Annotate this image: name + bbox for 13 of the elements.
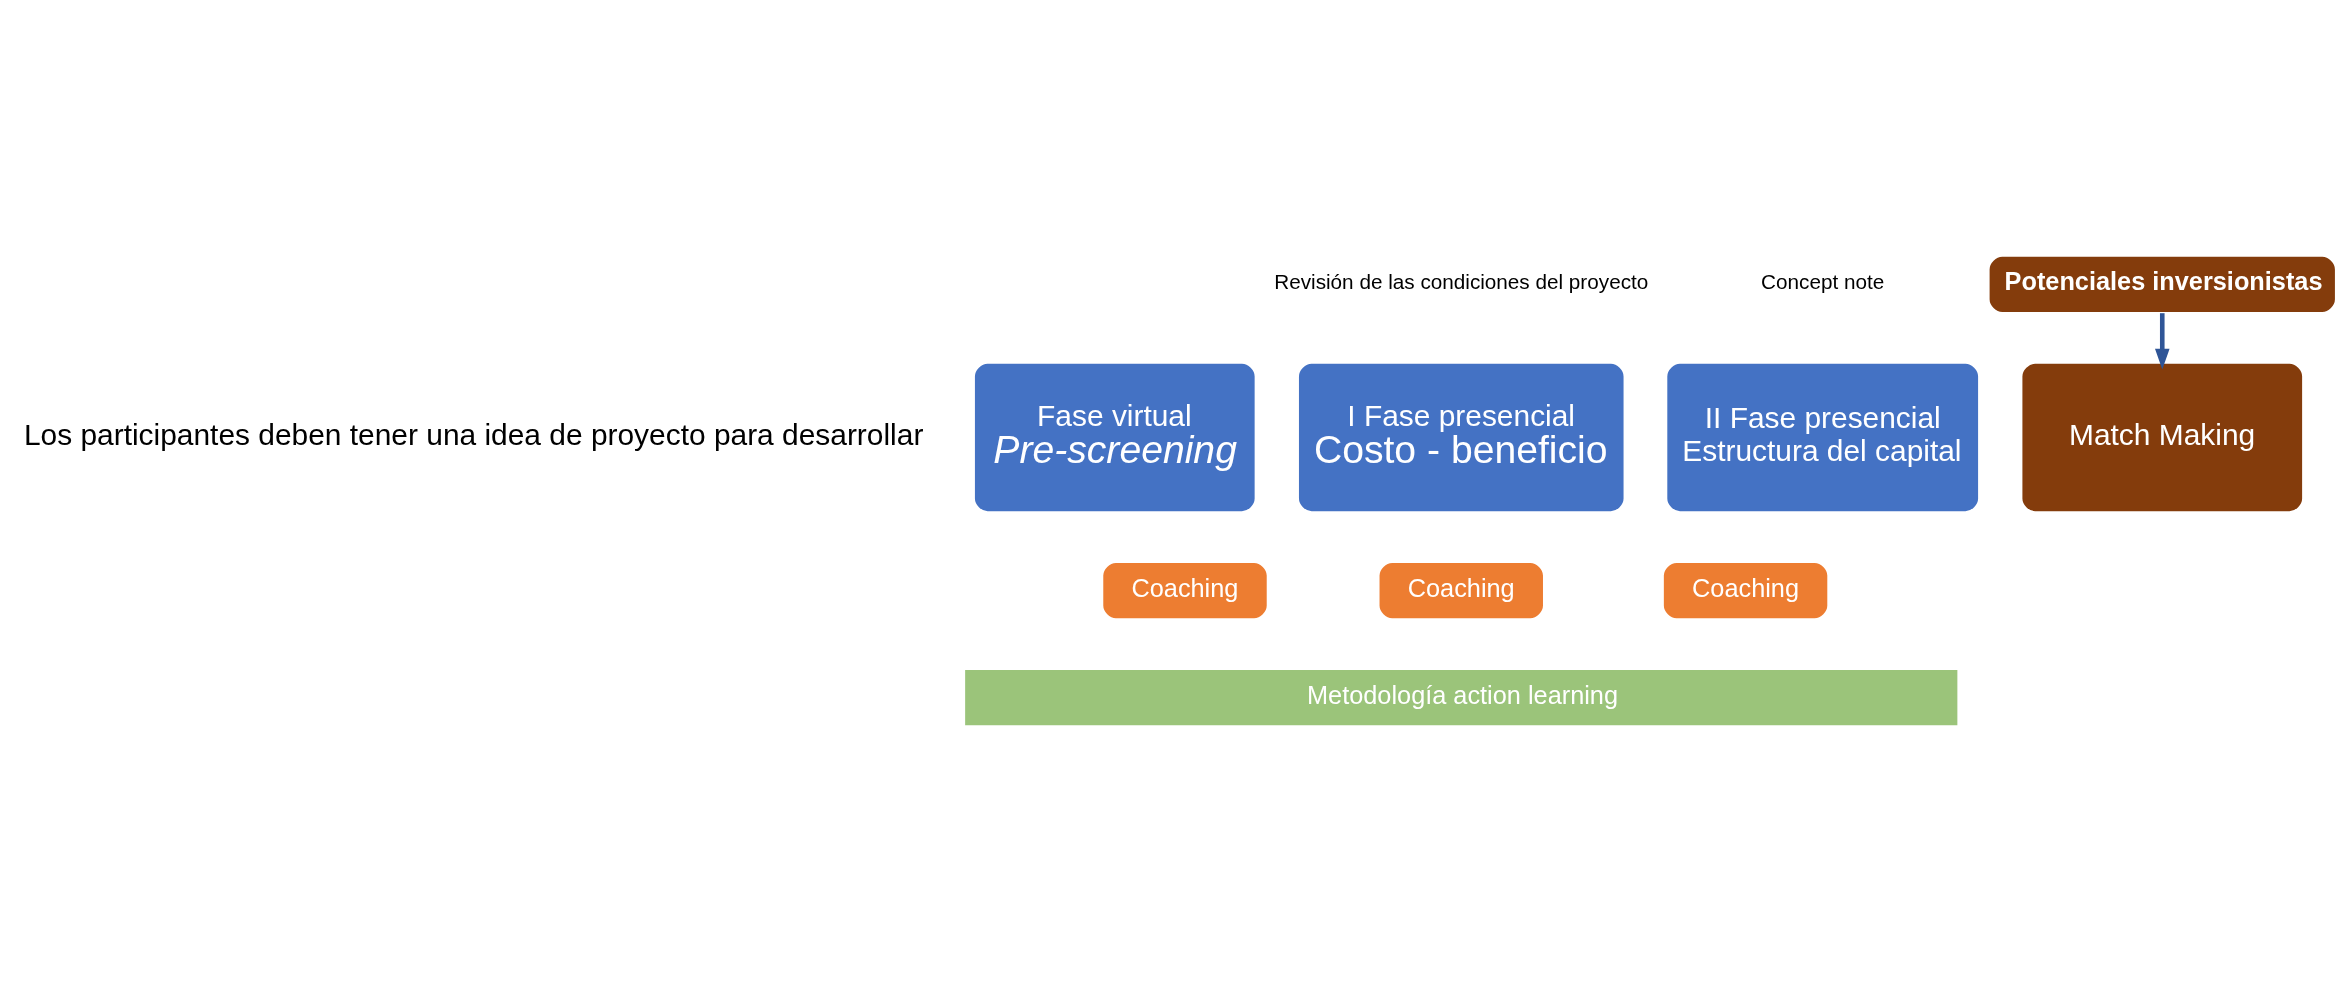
node-box: Fase virtual Pre-screening [972,361,1257,514]
node-box: II Fase presencial Estructura del capital [1665,361,1981,514]
node-box: Match Making [2020,361,2305,514]
node-box: Coaching [1100,560,1269,621]
label: Concept note [1761,270,1885,294]
label: Los participantes deben tener una idea de proyecto para desarrollar [23,417,924,451]
node-box: Coaching [1377,560,1546,621]
node-box: Potenciales inversionistas [1987,254,2338,315]
node-box: Metodología action learning [962,667,1960,728]
label: Revisión de las condiciones del proyecto [1274,270,1649,294]
arrow [2155,313,2170,370]
node-box: I Fase presencial Costo - beneficio [1296,361,1626,514]
node-box: Coaching [1661,560,1830,621]
